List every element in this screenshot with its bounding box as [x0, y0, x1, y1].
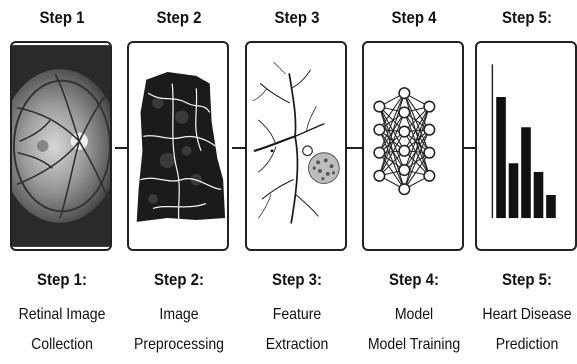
network-node: [398, 87, 411, 100]
step-4-title: Step 4:: [389, 270, 439, 289]
step-2-title: Step 2:: [154, 270, 204, 289]
network-connection: [403, 106, 430, 171]
network-connection: [403, 106, 430, 152]
network-connection: [403, 112, 430, 154]
network-connection: [403, 92, 430, 130]
step-4-panel: [362, 41, 464, 251]
network-connection: [403, 129, 430, 190]
step-4-header: Step 4: [391, 8, 437, 27]
neural-network-icon: [373, 87, 436, 196]
network-node: [398, 144, 411, 157]
network-connection: [378, 106, 405, 190]
network-node: [373, 169, 386, 182]
step-1-desc-line1: Retinal Image: [18, 306, 106, 323]
network-node: [373, 100, 386, 113]
network-connection: [403, 152, 430, 190]
step-5-header: Step 5:: [502, 8, 552, 27]
network-connection: [378, 106, 405, 171]
step-2-header: Step 2: [156, 8, 202, 27]
prediction-bar: [496, 97, 506, 219]
step-4: Step 4 Step 4: Model Model Training: [359, 0, 469, 364]
prediction-bar: [546, 195, 556, 219]
network-node: [398, 183, 411, 196]
network-connection: [403, 106, 430, 190]
network-connection: [378, 112, 405, 176]
step-3-header: Step 3: [274, 8, 320, 27]
step-2: Step 2 Step 2: Image Preprocess: [124, 0, 234, 364]
network-connection: [403, 92, 430, 153]
step-1-desc-line2: Collection: [31, 336, 93, 353]
network-connection: [378, 92, 405, 153]
step-5: Step 5: Step 5: Heart Disease Prediction: [472, 0, 577, 364]
network-node: [423, 100, 436, 113]
step-3: Step 3: [242, 0, 352, 364]
network-connection: [378, 129, 405, 190]
prediction-bar: [508, 163, 519, 219]
network-node: [373, 146, 386, 159]
network-node: [398, 163, 411, 177]
network-connection: [378, 152, 405, 190]
network-connection: [378, 92, 405, 130]
network-connection: [378, 106, 405, 152]
vessel-tree-icon: [252, 62, 340, 224]
step-3-title: Step 3:: [272, 270, 322, 289]
step-3-desc-line1: Feature: [272, 306, 322, 323]
step-1-panel: [10, 41, 112, 251]
network-connection: [378, 131, 405, 177]
retina-fundus-icon: [12, 45, 110, 247]
step-1-header: Step 1: [39, 8, 85, 27]
network-node: [423, 169, 436, 182]
network-connection: [378, 112, 405, 154]
prediction-bar: [533, 171, 544, 219]
network-node: [398, 125, 411, 138]
step-1: Step 1: [7, 0, 117, 364]
step-2-desc-line1: Image: [159, 306, 199, 323]
step-5-desc-line1: Heart Disease: [482, 306, 572, 323]
step-5-title: Step 5:: [502, 270, 552, 289]
step-4-desc-line2: Model Training: [367, 336, 461, 353]
segmented-vessels-icon: [136, 72, 226, 222]
network-connection: [403, 129, 430, 171]
step-3-desc-line2: Extraction: [265, 336, 329, 353]
network-node: [373, 123, 386, 136]
network-connection: [403, 93, 430, 176]
step-2-desc-line2: Preprocessing: [133, 336, 225, 353]
network-connection: [378, 93, 405, 176]
network-connection: [403, 112, 430, 176]
network-node: [423, 146, 436, 159]
step-5-panel: [475, 41, 577, 251]
step-1-title: Step 1:: [37, 270, 87, 289]
step-4-desc-line1: Model: [394, 306, 434, 323]
step-5-desc-line2: Prediction: [495, 336, 559, 353]
step-3-panel: [245, 41, 347, 251]
network-node: [398, 106, 411, 119]
bar-chart-icon: [491, 64, 556, 219]
network-node: [423, 123, 436, 136]
step-2-panel: [127, 41, 229, 251]
network-connection: [403, 131, 430, 177]
network-connection: [378, 129, 405, 171]
prediction-bar: [521, 127, 531, 219]
